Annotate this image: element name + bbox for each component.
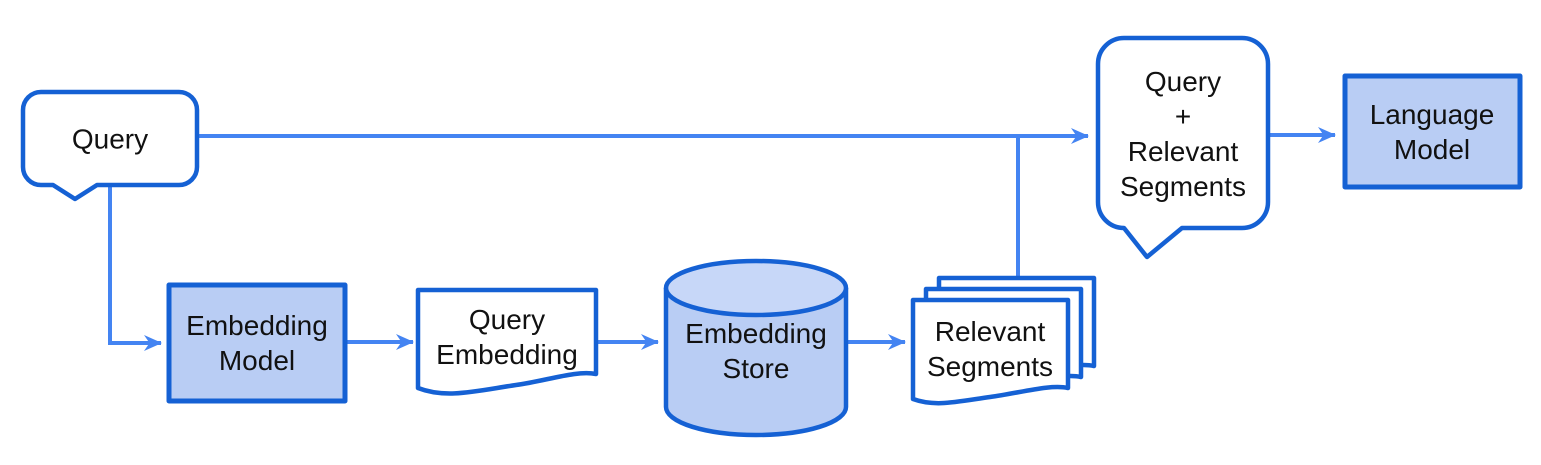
node-query-embedding [415,287,599,396]
node-embedding-store [663,258,849,438]
language-model-shape [1342,73,1523,190]
node-language-model [1342,73,1523,190]
node-embedding-model [166,282,348,404]
node-query-plus-relevant-segments [1095,35,1271,260]
edges [108,127,1336,351]
embedding-model-shape [166,282,348,404]
relevant-segments-front-doc [910,297,1071,406]
query-callout-shape [20,89,200,202]
embedding-store-body [663,288,849,438]
embedding-store-top [663,258,849,318]
node-query [20,89,200,202]
query-plus-relevant-segments-shape [1095,35,1271,260]
edge-query-to-embedding-model [108,187,162,351]
node-relevant-segments [910,275,1097,406]
query-embedding-shape [415,287,599,396]
